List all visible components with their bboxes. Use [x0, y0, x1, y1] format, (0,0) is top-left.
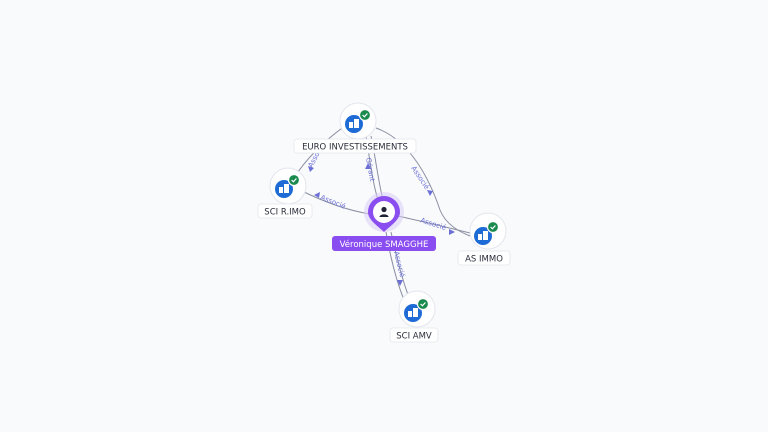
- company-label-amv: SCI AMV: [396, 332, 432, 342]
- company-label-asimmo: AS IMMO: [465, 255, 503, 265]
- verified-check-icon: [486, 220, 500, 234]
- edge-label-gerant: Gérant: [364, 157, 376, 182]
- person-name-label: Véronique SMAGGHE: [340, 239, 429, 250]
- arrow-rimo: [314, 192, 320, 198]
- verified-check-icon: [287, 173, 301, 187]
- company-node-asimmo[interactable]: AS IMMO: [457, 212, 511, 266]
- edge-label-rimo: Associé: [319, 193, 347, 210]
- edge-associe-asimmo: [397, 215, 471, 234]
- building-icon: [408, 308, 418, 317]
- edge-label-amv: Associé: [392, 251, 406, 279]
- verified-check-icon: [416, 297, 430, 311]
- arrow-asimmo: [449, 229, 455, 235]
- person-icon: [379, 206, 389, 217]
- edge-label-asimmo: Associé: [419, 216, 447, 232]
- arrow-euro: [365, 163, 371, 169]
- building-icon: [279, 184, 289, 193]
- building-icon: [349, 119, 359, 128]
- person-node[interactable]: Véronique SMAGGHE: [332, 192, 436, 251]
- arrow-euro-rimo: [308, 166, 314, 172]
- company-node-rimo[interactable]: SCI R.IMO: [257, 167, 313, 219]
- arrow-euro-asimmo: [427, 190, 433, 196]
- verified-check-icon: [358, 108, 372, 122]
- arrow-amv: [397, 280, 403, 286]
- company-label-euro: EURO INVESTISSEMENTS: [302, 143, 408, 153]
- building-icon: [478, 231, 488, 240]
- company-node-amv[interactable]: SCI AMV: [389, 290, 439, 343]
- edge-label-euro-asimmo: Associé: [409, 165, 430, 191]
- edge-associe-rimo: [299, 189, 371, 215]
- company-node-euro[interactable]: EURO INVESTISSEMENTS: [293, 102, 417, 154]
- company-label-rimo: SCI R.IMO: [264, 208, 306, 218]
